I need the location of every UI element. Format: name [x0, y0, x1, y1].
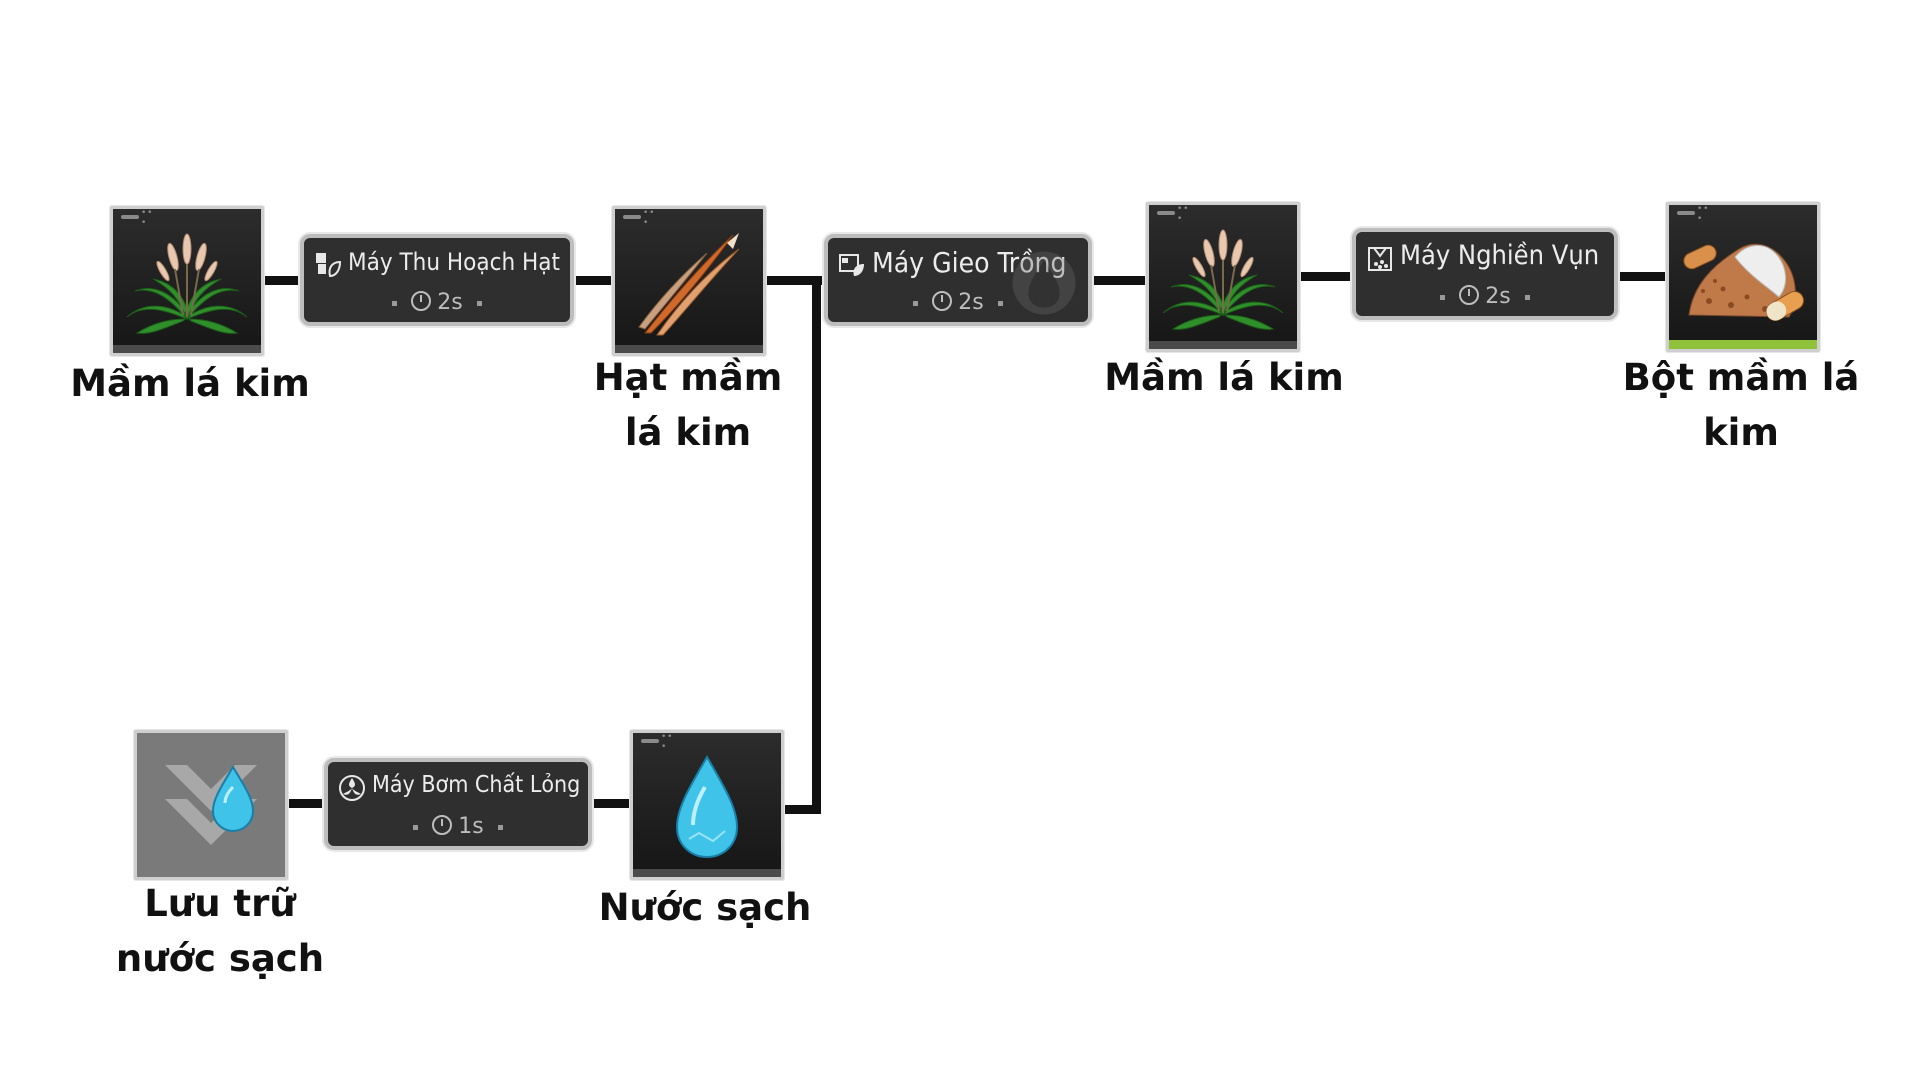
node-label-line: Lưu trữ — [144, 882, 296, 925]
node-label: Mầm lá kim — [1104, 356, 1344, 399]
needle-leaf-seedling-icon — [126, 233, 248, 334]
node-label: Hạt mầm lá kim — [568, 350, 808, 460]
connector-line — [1614, 272, 1668, 281]
item-needle-leaf-powder[interactable] — [1666, 202, 1820, 352]
item-needle-leaf-seedling[interactable] — [1146, 202, 1300, 352]
connector-line — [588, 799, 632, 808]
separator-dot — [392, 300, 398, 306]
machine-planter[interactable]: Máy Gieo Trồng 2s — [824, 234, 1092, 326]
duration-value: 1s — [458, 814, 484, 839]
crusher-icon — [1368, 247, 1392, 271]
machine-duration: 2s — [304, 290, 570, 315]
node-label: Bột mầm lá kim — [1616, 350, 1866, 460]
item-bottom-bar — [113, 345, 261, 353]
duration-value: 2s — [1485, 284, 1511, 309]
item-needle-leaf-seedling[interactable] — [110, 206, 264, 356]
item-needle-leaf-seed[interactable] — [612, 206, 766, 356]
connector-line — [262, 276, 304, 285]
item-menu-dots — [1677, 205, 1711, 224]
separator-dot — [913, 300, 919, 306]
separator-dot — [497, 824, 503, 830]
item-bottom-bar — [1669, 340, 1817, 349]
duration-value: 2s — [437, 290, 463, 315]
separator-dot — [1440, 294, 1446, 300]
connector-line — [762, 276, 826, 285]
node-label: Mầm lá kim — [70, 362, 310, 405]
item-menu-dots — [1157, 205, 1191, 224]
item-menu-dots — [641, 733, 675, 752]
water-storage-icon — [165, 765, 257, 845]
needle-leaf-powder-icon — [1683, 243, 1805, 321]
needle-leaf-seed-icon — [638, 233, 740, 336]
stopwatch-icon — [1459, 285, 1480, 305]
item-menu-dots — [121, 209, 155, 228]
water-drop-icon — [675, 754, 739, 859]
item-clean-water[interactable] — [630, 730, 784, 880]
item-bottom-bar — [633, 869, 781, 877]
harvester-icon — [316, 253, 342, 278]
water-drop-watermark-icon — [1012, 251, 1076, 315]
node-label-line: Hạt mầm — [593, 356, 783, 399]
connector-line — [1088, 276, 1146, 285]
machine-seed-harvester[interactable]: Máy Thu Hoạch Hạt 2s — [300, 234, 574, 326]
separator-dot — [1524, 294, 1530, 300]
stopwatch-icon — [932, 291, 953, 311]
machine-crusher[interactable]: Máy Nghiền Vụn 2s — [1352, 228, 1618, 320]
stopwatch-icon — [432, 815, 453, 835]
node-label-line: kim — [1703, 411, 1779, 454]
node-label: Nước sạch — [598, 886, 812, 929]
item-water-storage[interactable] — [134, 730, 288, 880]
node-label-line: Bột mầm lá — [1622, 356, 1860, 399]
item-bottom-bar — [1149, 341, 1297, 349]
connector-line — [780, 805, 821, 814]
machine-name: Máy Thu Hoạch Hạt — [348, 248, 560, 276]
item-bottom-bar — [615, 345, 763, 353]
connector-line — [1296, 272, 1356, 281]
connector-line — [570, 276, 612, 285]
machine-duration: 2s — [828, 290, 1088, 315]
connector-line — [284, 799, 326, 808]
pump-icon — [339, 775, 365, 801]
connector-line — [812, 276, 821, 814]
node-label: Lưu trữ nước sạch — [100, 876, 340, 986]
machine-duration: 2s — [1356, 284, 1614, 309]
separator-dot — [476, 300, 482, 306]
item-menu-dots — [623, 209, 657, 228]
separator-dot — [413, 824, 419, 830]
stopwatch-icon — [411, 291, 432, 311]
needle-leaf-seedling-icon — [1162, 229, 1284, 330]
machine-name: Máy Nghiền Vụn — [1400, 240, 1600, 271]
planter-icon — [839, 254, 864, 276]
machine-duration: 1s — [328, 814, 588, 839]
node-label-line: nước sạch — [115, 937, 325, 980]
duration-value: 2s — [958, 290, 984, 315]
machine-liquid-pump[interactable]: Máy Bơm Chất Lỏng 1s — [324, 758, 592, 850]
machine-name: Máy Bơm Chất Lỏng — [372, 772, 581, 798]
node-label-line: lá kim — [624, 411, 752, 454]
machine-name: Máy Gieo Trồng — [872, 246, 1067, 279]
separator-dot — [997, 300, 1003, 306]
